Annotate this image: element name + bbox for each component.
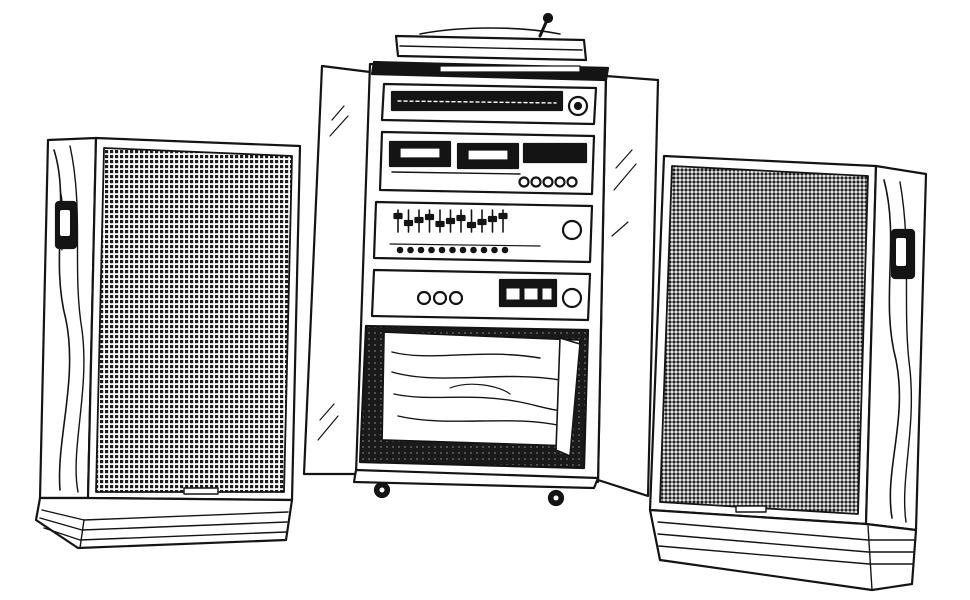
equalizer-slider-cap: [477, 218, 487, 226]
equalizer-indicator-dot: [470, 246, 477, 254]
equalizer-indicator-dot: [480, 246, 488, 254]
equalizer-slider-cap: [424, 213, 435, 221]
equalizer-indicator-dot: [491, 246, 498, 254]
equalizer-sliders: [393, 209, 508, 233]
equalizer-indicator-row: [396, 246, 509, 254]
equalizer-slider-cap: [456, 214, 466, 222]
equalizer-slider-cap: [445, 217, 456, 225]
left-speaker-grille: [95, 147, 293, 493]
equalizer-slider-cap: [498, 212, 508, 220]
deck-button-row-icon: [518, 176, 578, 188]
right-glass-door: [596, 74, 660, 498]
record-storage: [358, 324, 590, 470]
equalizer-indicator-dot: [407, 246, 414, 254]
dual-cassette-deck: [378, 130, 596, 196]
equalizer-slider-cap: [403, 219, 414, 227]
right-speaker-grille: [659, 165, 869, 515]
equalizer-indicator-dot: [449, 246, 456, 254]
amplifier: [370, 268, 592, 322]
equalizer-indicator-dot: [417, 246, 425, 254]
equalizer-indicator-dot: [501, 246, 509, 254]
equalizer-slider-cap: [466, 221, 477, 229]
equalizer-knob-icon: [561, 219, 583, 241]
equalizer-slider-cap: [487, 215, 498, 223]
equalizer-slider-cap: [393, 212, 403, 220]
graphic-equalizer: [372, 200, 594, 264]
left-speaker: [34, 136, 302, 550]
right-speaker: [648, 154, 928, 592]
volume-knob-icon: [561, 287, 583, 309]
equalizer-indicator-dot: [396, 246, 404, 254]
turntable: [370, 12, 610, 82]
equalizer-indicator-dot: [428, 246, 435, 254]
equalizer-indicator-dot: [438, 246, 446, 254]
tuner: [380, 82, 598, 126]
equalizer-slider-cap: [414, 216, 424, 224]
left-speaker-handle-icon: [54, 200, 78, 250]
equalizer-slider-cap: [435, 220, 445, 228]
caster-wheels: [373, 481, 565, 507]
equalizer-indicator-dot: [459, 246, 467, 254]
rack-cabinet: [302, 12, 660, 507]
right-speaker-handle-icon: [890, 228, 916, 280]
